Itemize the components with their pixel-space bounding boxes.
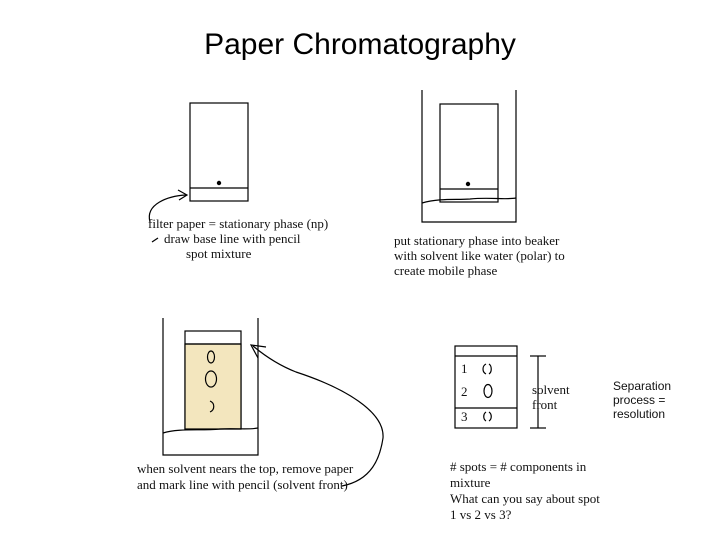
spot-1 <box>206 350 216 364</box>
spot-2 <box>483 383 493 399</box>
step2-caption-line1: put stationary phase into beaker <box>394 233 560 248</box>
spot-2 <box>204 370 218 388</box>
solvent-level <box>421 197 517 204</box>
curved-arrow <box>148 194 187 223</box>
beaker <box>162 318 259 456</box>
paper-in-beaker <box>439 103 499 203</box>
arrowhead <box>249 344 267 359</box>
developed-paper-step4 <box>454 345 546 429</box>
filter-paper-step1 <box>148 102 249 243</box>
solvent-front-label-line2: front <box>532 397 558 412</box>
step4-caption-line1: # spots = # components in <box>450 459 587 474</box>
step2-caption-line3: create mobile phase <box>394 263 497 278</box>
curved-arrow <box>252 345 384 487</box>
solvent-front-label-line1: solvent <box>532 382 570 397</box>
spot-label-2: 2 <box>461 384 468 399</box>
note-line1: Separation <box>613 379 671 393</box>
spot-3 <box>209 400 215 413</box>
spot-3 <box>483 411 492 422</box>
step3-caption-line2: and mark line with pencil (solvent front… <box>137 477 348 492</box>
step1-caption-line2: draw base line with pencil <box>164 231 301 246</box>
step1-caption-line3: spot mixture <box>186 246 252 261</box>
step4-caption-line4: 1 vs 2 vs 3? <box>450 507 512 522</box>
sample-spot <box>465 181 471 187</box>
note-line2: process = <box>613 393 665 407</box>
solvent-level <box>162 427 259 434</box>
beaker-step2 <box>421 90 517 223</box>
spot-label-1: 1 <box>461 361 468 376</box>
note-line3: resolution <box>613 407 665 421</box>
step4-caption-line2: mixture <box>450 475 491 490</box>
beaker <box>421 90 517 223</box>
sample-spot <box>216 180 222 186</box>
step4-caption-line3: What can you say about spot <box>450 491 600 506</box>
page-title: Paper Chromatography <box>204 28 516 61</box>
step3-caption-line1: when solvent nears the top, remove paper <box>137 461 354 476</box>
step1-caption-line1: filter paper = stationary phase (np) <box>148 216 328 231</box>
spot-1 <box>482 363 492 375</box>
arrowhead <box>177 189 189 201</box>
spot-label-3: 3 <box>461 409 468 424</box>
beaker-step3 <box>162 318 384 487</box>
step2-caption-line2: with solvent like water (polar) to <box>394 248 565 263</box>
